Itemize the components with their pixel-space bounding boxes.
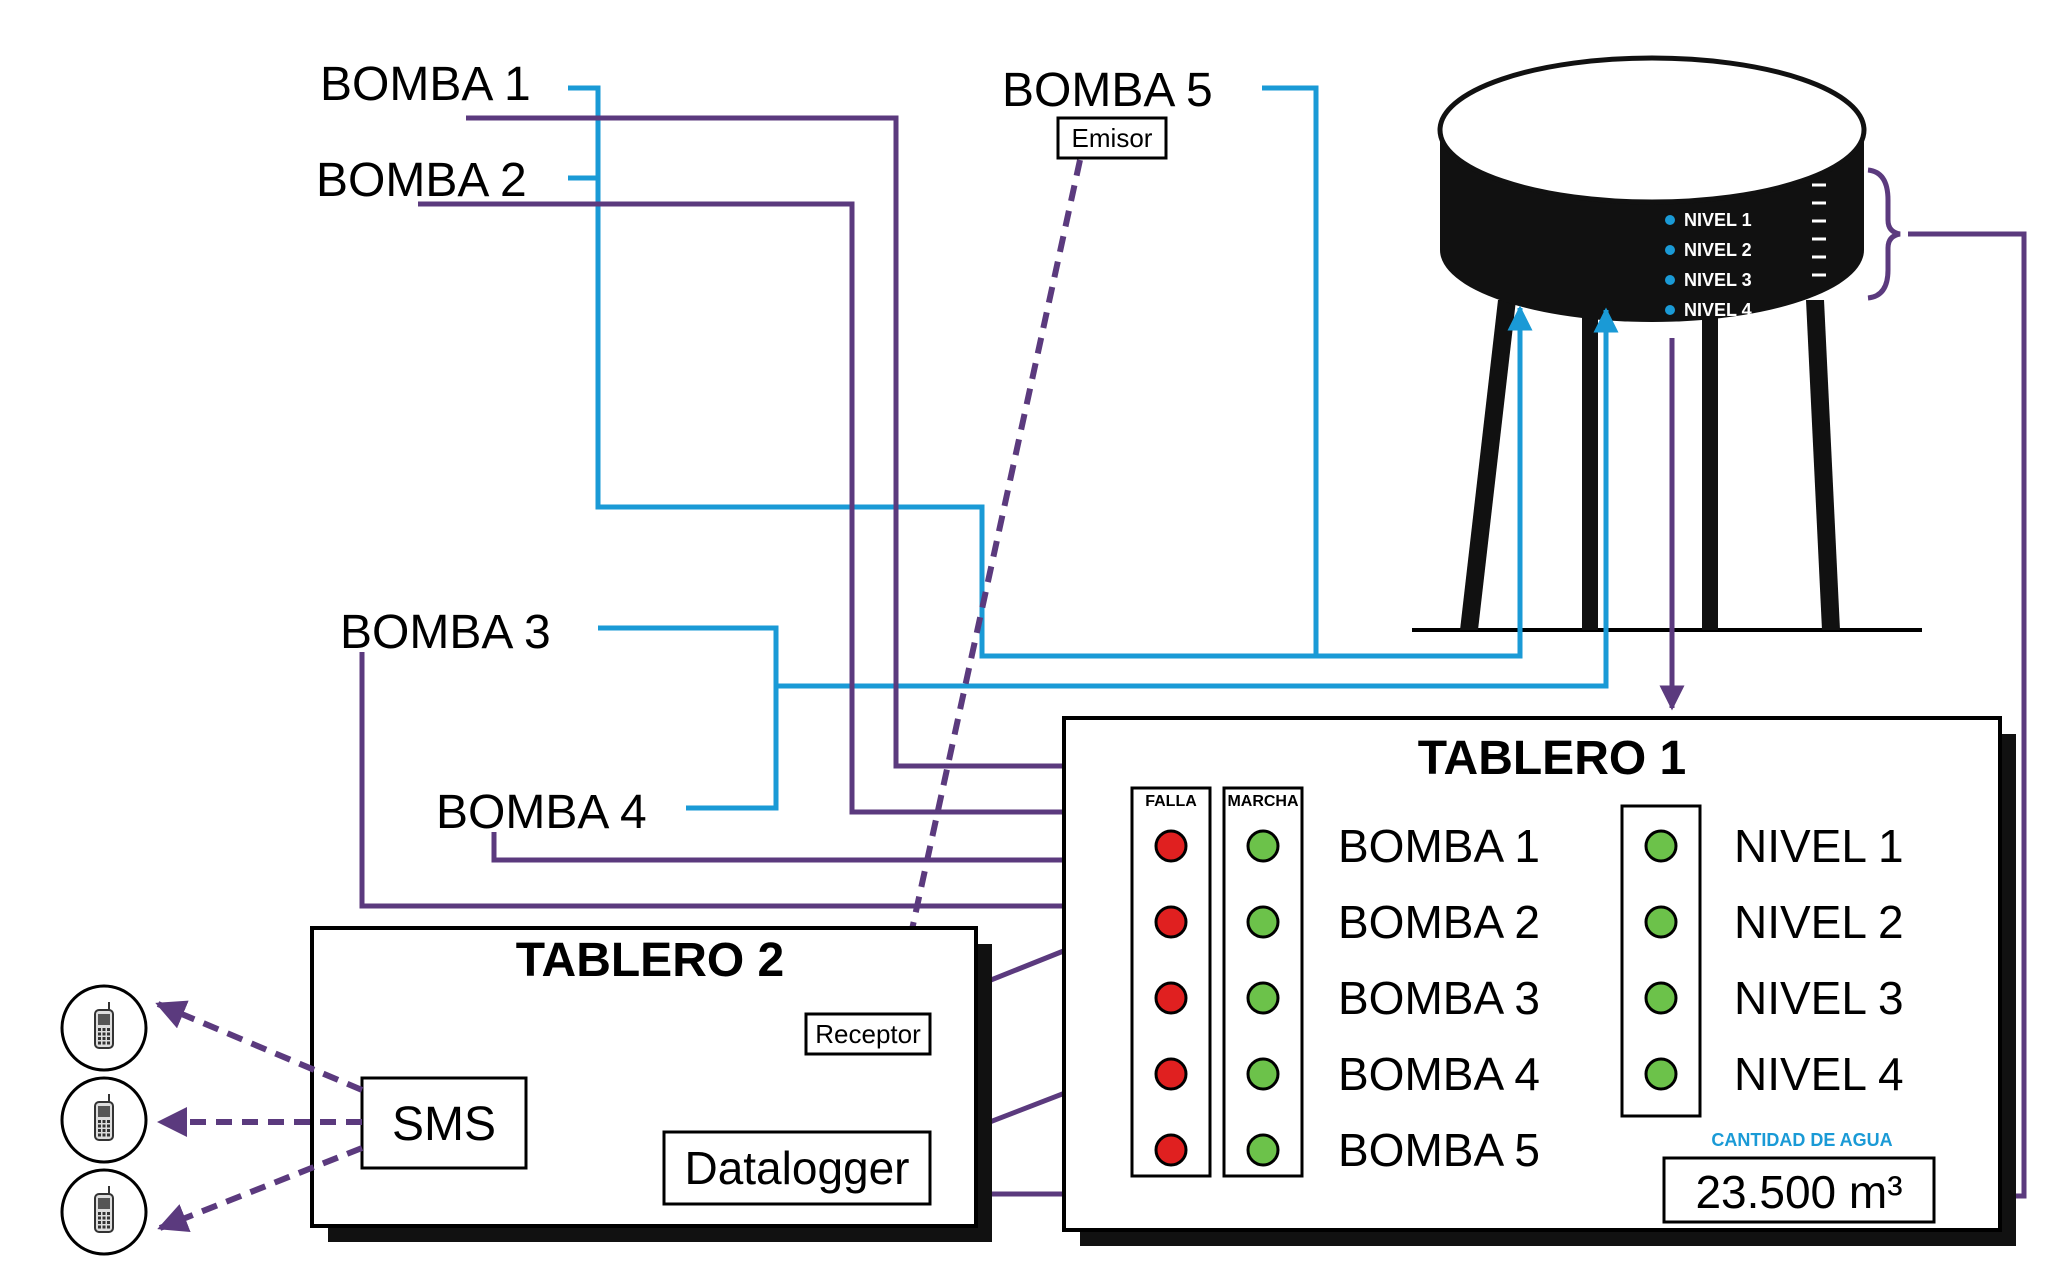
level-list: NIVEL 1 NIVEL 2 NIVEL 3 NIVEL 4 (1734, 820, 1904, 1100)
pump-list: BOMBA 1 BOMBA 2 BOMBA 3 BOMBA 4 BOMBA 5 (1338, 820, 1540, 1176)
tank-level-list: NIVEL 1 NIVEL 2 NIVEL 3 NIVEL 4 (1665, 210, 1752, 320)
tablero-2-panel: TABLERO 2 Receptor Datalogger SMS (310, 926, 992, 1242)
marcha-indicators (1246, 829, 1280, 1167)
level-label: NIVEL 3 (1734, 972, 1904, 1024)
signal-bomba1 (466, 115, 1097, 779)
marcha-led (1246, 981, 1280, 1015)
tower-leg (1806, 300, 1840, 630)
pump-label: BOMBA 3 (1338, 972, 1540, 1024)
level-dot (1665, 215, 1675, 225)
signal-lines (359, 115, 2027, 1209)
field-label-bomba3: BOMBA 3 (340, 606, 551, 659)
level-dot (1665, 245, 1675, 255)
wireless-link (885, 159, 1083, 1015)
falla-led (1154, 905, 1188, 939)
water-tower: NIVEL 1 NIVEL 2 NIVEL 3 NIVEL 4 (1412, 55, 1922, 632)
phone-icon (60, 1168, 148, 1256)
sms-link (157, 1145, 364, 1233)
field-label-bomba1: BOMBA 1 (320, 58, 531, 111)
pipe-bomba1 (568, 85, 1533, 659)
level-dot (1665, 305, 1675, 315)
tank-top (1437, 55, 1867, 205)
level-led (1644, 1057, 1678, 1091)
water-quantity-box (1662, 1156, 1936, 1224)
tower-leg (1582, 310, 1598, 630)
receptor-label: Receptor (815, 1019, 921, 1049)
pipe-bomba5 (1262, 85, 1319, 656)
field-label-bomba4: BOMBA 4 (436, 786, 647, 839)
level-brace (1867, 167, 1901, 301)
emisor-box: Emisor (1056, 116, 1168, 160)
falla-led (1154, 1057, 1188, 1091)
marcha-led (1246, 905, 1280, 939)
tank-level-label: NIVEL 4 (1684, 300, 1752, 320)
falla-led (1154, 1133, 1188, 1167)
falla-led (1154, 981, 1188, 1015)
field-label-bomba5: BOMBA 5 (1002, 64, 1213, 117)
water-quantity-value: 23.500 m³ (1695, 1166, 1902, 1218)
sms-link (155, 1000, 364, 1093)
level-ticks (1812, 183, 1826, 277)
level-led (1644, 981, 1678, 1015)
level-indicators (1644, 829, 1678, 1091)
tablero-1-panel: TABLERO 1 FALLA MARCHA BOMBA 1 BOMBA 2 B… (1062, 716, 2016, 1246)
level-dot (1665, 275, 1675, 285)
signal-bomba2 (418, 201, 1097, 825)
datalogger-label: Datalogger (684, 1142, 909, 1194)
level-label: NIVEL 2 (1734, 896, 1904, 948)
signal-bomba4 (491, 832, 1097, 873)
marcha-led (1246, 1057, 1280, 1091)
tower-leg (1702, 310, 1718, 630)
tower-leg (1460, 300, 1516, 630)
falla-indicators (1154, 829, 1188, 1167)
pump-label: BOMBA 4 (1338, 1048, 1540, 1100)
tank-level-label: NIVEL 1 (1684, 210, 1752, 230)
pump-label: BOMBA 5 (1338, 1124, 1540, 1176)
pump-label: BOMBA 1 (1338, 820, 1540, 872)
emisor-label: Emisor (1072, 123, 1153, 153)
tablero-1-title: TABLERO 1 (1418, 732, 1686, 785)
receptor-box (804, 1012, 932, 1056)
pump-label: BOMBA 2 (1338, 896, 1540, 948)
panel-frame (1062, 716, 2002, 1232)
falla-header: FALLA (1145, 793, 1197, 810)
marcha-header: MARCHA (1227, 793, 1299, 810)
level-led (1644, 829, 1678, 863)
sms-links (155, 1000, 364, 1233)
pipe-bomba4 (686, 686, 779, 811)
sms-box (360, 1076, 528, 1170)
water-quantity-label: CANTIDAD DE AGUA (1711, 1130, 1892, 1150)
signal-bomba3 (359, 652, 1097, 919)
falla-led (1154, 829, 1188, 863)
phone-icon (60, 984, 148, 1072)
phone-icon (60, 1076, 148, 1164)
datalogger-box (662, 1130, 932, 1206)
sms-label: SMS (392, 1098, 496, 1151)
tank-level-label: NIVEL 2 (1684, 240, 1752, 260)
phone-group (60, 984, 148, 1256)
level-label: NIVEL 4 (1734, 1048, 1904, 1100)
level-led (1644, 905, 1678, 939)
tank-level-label: NIVEL 3 (1684, 270, 1752, 290)
marcha-led (1246, 829, 1280, 863)
water-pipes (568, 85, 1619, 811)
tablero-2-title: TABLERO 2 (516, 934, 784, 987)
field-label-bomba2: BOMBA 2 (316, 154, 527, 207)
marcha-led (1246, 1133, 1280, 1167)
level-label: NIVEL 1 (1734, 820, 1904, 872)
